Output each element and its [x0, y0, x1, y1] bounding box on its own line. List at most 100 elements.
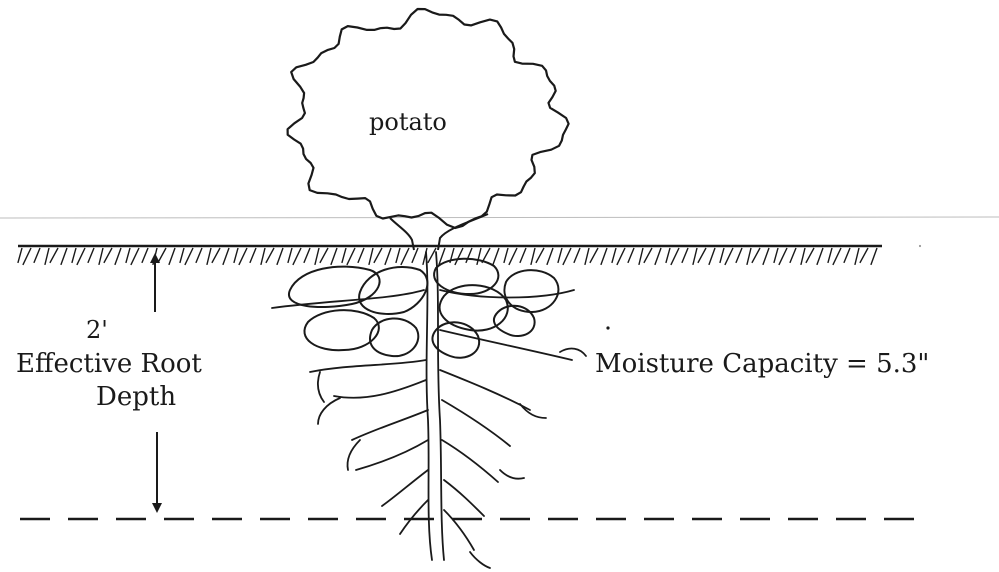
- root-branch: [442, 400, 510, 446]
- root-branch: [444, 480, 484, 516]
- ground-hatch-mark: [126, 248, 130, 263]
- ground-hatch-mark: [131, 248, 139, 265]
- ground-hatch-mark: [455, 248, 463, 265]
- ground-hatch-mark: [18, 248, 22, 263]
- root-branch: [348, 440, 361, 470]
- ground-hatch-mark: [396, 248, 400, 263]
- root-branch: [444, 510, 474, 550]
- ground-hatch-mark: [671, 248, 679, 265]
- ground-hatch-mark: [698, 248, 706, 263]
- ground-hatch-mark: [369, 248, 373, 265]
- root-branch: [500, 470, 524, 479]
- ground-hatch-mark: [412, 248, 418, 263]
- ground-hatch-mark: [871, 248, 877, 265]
- ground-hatch-mark: [261, 248, 265, 265]
- root-depth-label-depth: Depth: [96, 384, 176, 410]
- root-branch: [470, 552, 490, 568]
- ground-hatch-mark: [320, 248, 328, 263]
- ground-hatch-mark: [428, 248, 436, 263]
- stem-right: [438, 214, 488, 250]
- root-branch: [318, 398, 340, 424]
- ground-hatch-mark: [72, 248, 76, 263]
- ground-hatch-mark: [855, 248, 859, 265]
- ground-hatch-mark: [288, 248, 292, 263]
- tuber: [304, 310, 378, 350]
- ground-hatch-mark: [304, 248, 310, 263]
- ground-hatch-mark: [239, 248, 247, 265]
- root-branch: [310, 360, 426, 372]
- ground-hatch-mark: [223, 248, 229, 265]
- ground-hatch-mark: [806, 248, 814, 263]
- ground-hatch-mark: [574, 248, 580, 263]
- ground-hatch-mark: [736, 248, 742, 263]
- ground-hatch-mark: [779, 248, 787, 265]
- ground-hatch-mark: [720, 248, 724, 263]
- ground-hatch-mark: [331, 248, 337, 265]
- root-branch: [356, 440, 428, 470]
- moisture-capacity-label: Moisture Capacity = 5.3": [595, 351, 929, 377]
- ground-hatch-mark: [342, 248, 346, 263]
- ground-hatch-mark: [234, 248, 238, 263]
- ground-hatch-mark: [169, 248, 175, 265]
- ground-hatch-mark: [104, 248, 112, 263]
- ground-hatch-mark: [558, 248, 562, 263]
- root-branch: [440, 330, 572, 360]
- root-branch: [318, 372, 324, 402]
- speck: [606, 326, 609, 329]
- root-branch: [400, 500, 428, 534]
- ground-hatch-mark: [639, 248, 643, 265]
- ground-hatch-mark: [158, 248, 166, 263]
- ground-hatch-mark: [790, 248, 796, 263]
- root-branch: [442, 440, 498, 482]
- root-branch: [334, 380, 426, 398]
- ground-hatch-mark: [774, 248, 778, 263]
- ground-hatch-mark: [293, 248, 301, 265]
- ground-hatch-mark: [585, 248, 589, 265]
- ground-hatch-mark: [752, 248, 760, 263]
- faint-scan-line: [0, 217, 999, 218]
- ground-hatch-mark: [493, 248, 499, 265]
- ground-hatch-mark: [374, 248, 382, 263]
- ground-hatch-mark: [725, 248, 733, 265]
- ground-hatch-mark: [34, 248, 40, 263]
- ground-hatch-mark: [817, 248, 823, 265]
- ground-hatch-mark: [266, 248, 274, 263]
- ground-hatch-mark: [682, 248, 688, 263]
- ground-hatch-mark: [88, 248, 94, 263]
- root-branch: [382, 470, 428, 506]
- ground-hatch-mark: [828, 248, 832, 263]
- ground-hatch-mark: [466, 248, 472, 263]
- ground-hatch-mark: [45, 248, 49, 265]
- ground-hatch-mark: [477, 248, 481, 265]
- root-branch: [440, 290, 574, 298]
- ground-hatch-mark: [763, 248, 769, 265]
- ground-hatch-mark: [590, 248, 598, 263]
- ground-hatch-mark: [196, 248, 202, 263]
- root-branch: [440, 370, 530, 410]
- ground-hatch-mark: [185, 248, 193, 265]
- ground-hatch-mark: [709, 248, 715, 265]
- ground-surface: [18, 246, 882, 265]
- ground-hatch-mark: [180, 248, 184, 263]
- ground-hatch-mark: [115, 248, 121, 265]
- ground-hatch-mark: [693, 248, 697, 265]
- ground-hatch-mark: [23, 248, 31, 265]
- ground-hatch-mark: [277, 248, 283, 265]
- plant-label: potato: [369, 110, 447, 134]
- ground-hatch-mark: [644, 248, 652, 263]
- ground-hatch-mark: [347, 248, 355, 265]
- tuber: [359, 267, 427, 314]
- ground-hatch-mark: [833, 248, 841, 265]
- root-depth-value: 2': [86, 318, 108, 342]
- ground-hatch-mark: [612, 248, 616, 263]
- ground-hatch-mark: [747, 248, 751, 265]
- root-depth-label: Effective Root: [16, 351, 202, 377]
- ground-hatch-mark: [655, 248, 661, 265]
- tubers: [289, 259, 558, 358]
- taproot: [426, 252, 432, 560]
- ground-hatch-mark: [536, 248, 544, 263]
- ground-hatch-mark: [142, 248, 148, 263]
- ground-hatch-mark: [860, 248, 868, 263]
- ground-hatch-mark: [509, 248, 517, 265]
